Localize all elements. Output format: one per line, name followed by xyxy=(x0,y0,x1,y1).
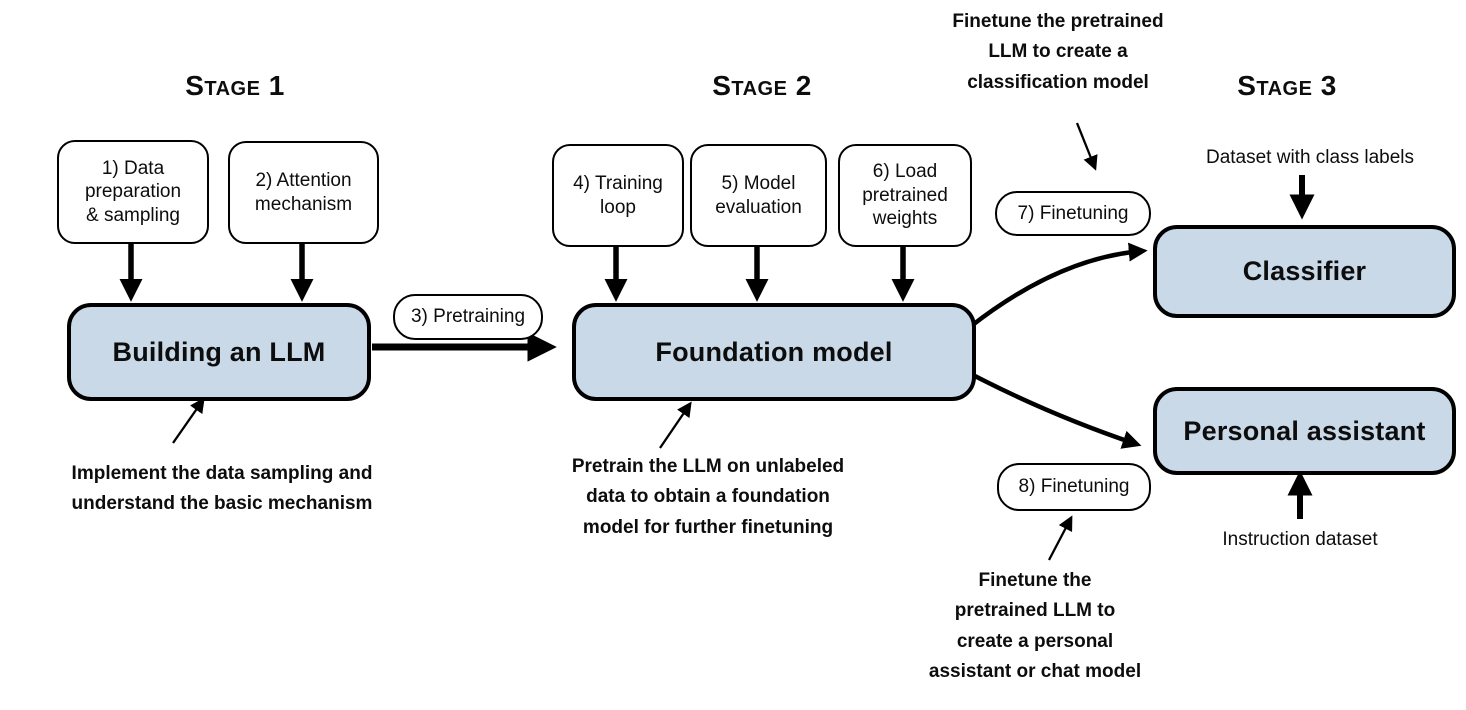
step-box-training-loop: 4) Training loop xyxy=(552,144,684,247)
assistant-annotation: Finetune the pretrained LLM to create a … xyxy=(928,570,1142,683)
pointer-annotation-to-finetuning7 xyxy=(1075,122,1098,171)
step-box-load-pretrained-weights: 6) Load pretrained weights xyxy=(838,144,972,247)
pointer-annotation-to-foundation xyxy=(659,401,692,449)
finetuning8-pill: 8) Finetuning xyxy=(997,463,1151,511)
pointer-annotation-to-finetuning8 xyxy=(1047,515,1073,561)
building-llm-node: Building an LLM xyxy=(67,303,371,401)
finetuning7-pill: 7) Finetuning xyxy=(995,191,1151,236)
instruction-dataset-label: Instruction dataset xyxy=(1222,529,1378,550)
classification-annotation: Finetune the pretrained LLM to create a … xyxy=(952,11,1164,93)
arrow-foundation-to-classifier xyxy=(968,242,1148,329)
stage1-annotation: Implement the data sampling and understa… xyxy=(71,463,373,515)
classifier-node: Classifier xyxy=(1153,225,1456,318)
stage1-heading: Stage 1 xyxy=(185,70,285,101)
stage3-heading: Stage 3 xyxy=(1237,70,1337,101)
class-labels-dataset-label: Dataset with class labels xyxy=(1205,147,1415,168)
pointer-annotation-to-building xyxy=(172,397,205,444)
stage2-heading: Stage 2 xyxy=(712,70,812,101)
stage2-annotation: Pretrain the LLM on unlabeled data to ob… xyxy=(571,456,845,538)
arrow-foundation-to-assistant xyxy=(969,372,1142,449)
personal-assistant-node: Personal assistant xyxy=(1153,387,1456,475)
step-box-data-preparation: 1) Data preparation & sampling xyxy=(57,140,209,244)
pretraining-pill: 3) Pretraining xyxy=(393,294,543,340)
step-box-attention-mechanism: 2) Attention mechanism xyxy=(228,141,379,244)
foundation-model-node: Foundation model xyxy=(572,303,976,401)
step-box-model-evaluation: 5) Model evaluation xyxy=(690,144,827,247)
